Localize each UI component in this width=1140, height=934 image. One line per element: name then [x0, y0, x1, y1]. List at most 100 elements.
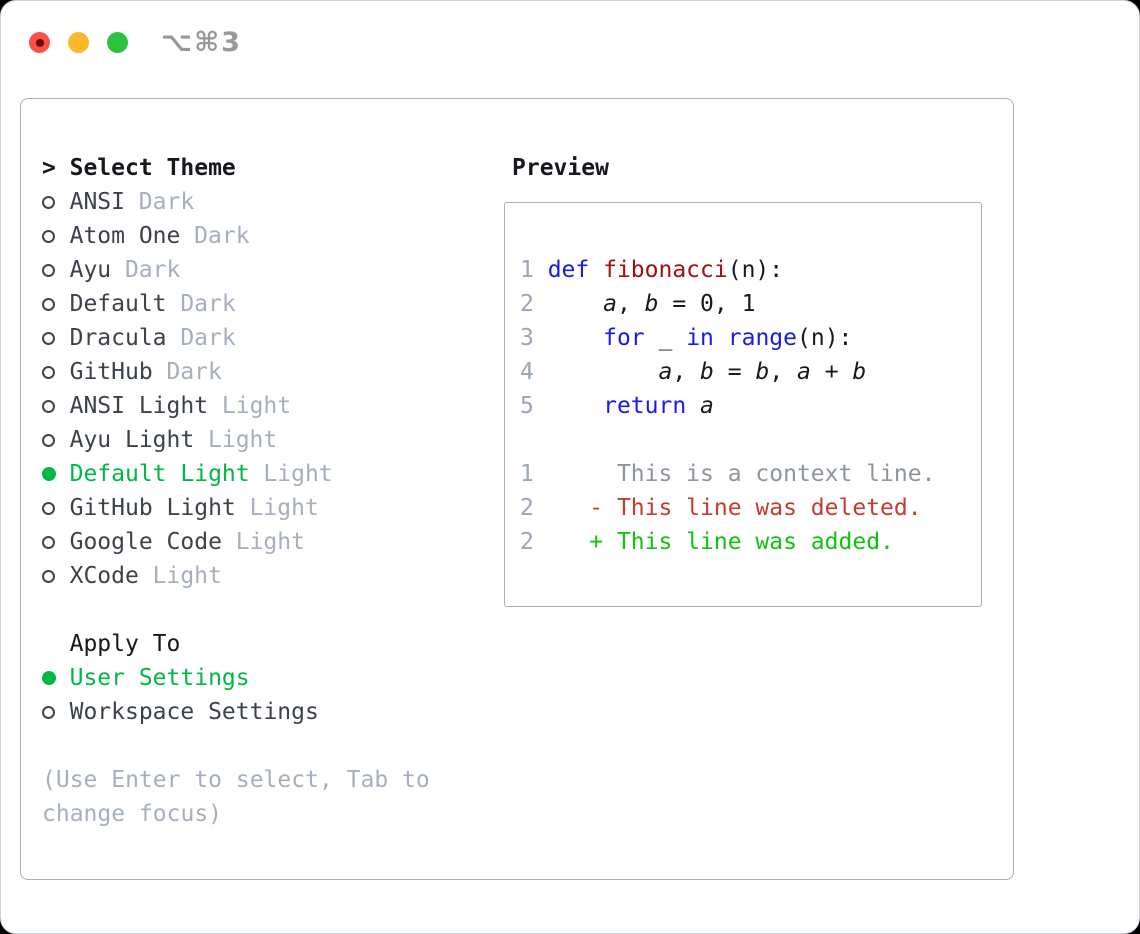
close-button[interactable]: [29, 32, 50, 53]
code-segment-var: b: [700, 359, 714, 385]
code-segment-ln: 4: [520, 359, 548, 385]
code-segment-pl: [686, 393, 700, 419]
radio-unselected-icon: [42, 229, 55, 243]
code-segment-kw: return: [603, 393, 687, 419]
theme-variant-tag: Dark: [138, 189, 195, 215]
apply-option-user-settings[interactable]: User Settings: [42, 661, 492, 695]
radio-unselected-icon: [42, 365, 55, 379]
code-segment-var: b: [852, 359, 867, 385]
apply-to-label: Apply To: [69, 631, 181, 657]
theme-option-default-light-light[interactable]: Default Light Light: [42, 457, 492, 491]
theme-option-google-code-light[interactable]: Google Code Light: [42, 525, 492, 559]
code-segment-pl: [548, 291, 603, 317]
theme-name: Default Light: [69, 461, 250, 487]
code-line: 3 for _ in range(n):: [520, 321, 973, 355]
radio-icon: [42, 671, 70, 685]
theme-variant-tag: Light: [235, 529, 305, 555]
radio-unselected-icon: [42, 297, 55, 311]
code-segment-ln: 2: [520, 291, 548, 317]
apply-option-workspace-settings[interactable]: Workspace Settings: [42, 695, 492, 729]
theme-variant-tag: Dark: [166, 359, 222, 385]
radio-icon: [42, 433, 70, 447]
radio-unselected-icon: [42, 195, 55, 209]
code-segment-ln: 2: [520, 495, 534, 521]
radio-icon: [42, 399, 70, 413]
radio-icon: [42, 297, 70, 311]
preview-label: Preview: [512, 155, 609, 181]
theme-name: Atom One: [69, 223, 181, 249]
code-line: 2 + This line was added.: [520, 525, 973, 559]
radio-icon: [42, 331, 70, 345]
code-line: 4 a, b = b, a + b: [520, 355, 973, 389]
traffic-lights: [29, 32, 128, 53]
radio-icon: [42, 535, 70, 549]
spacer: [42, 729, 492, 763]
theme-variant-tag: Light: [263, 461, 333, 487]
code-segment-del: - This line was deleted.: [533, 495, 922, 521]
code-segment-ln: 2: [520, 529, 534, 555]
code-segment-ln: 1: [520, 461, 534, 487]
code-segment-pl: _: [644, 325, 687, 351]
theme-name: ANSI: [69, 189, 125, 215]
code-segment-pl: (n):: [727, 257, 784, 283]
theme-name: XCode: [69, 563, 139, 589]
theme-variant-tag: Light: [208, 427, 278, 453]
theme-option-ansi-dark[interactable]: ANSI Dark: [42, 185, 492, 219]
radio-icon: [42, 195, 70, 209]
radio-icon: [42, 365, 70, 379]
radio-unselected-icon: [42, 263, 55, 277]
preview-column: Preview 1 def fibonacci(n):2 a, b = 0, 1…: [504, 151, 994, 607]
radio-unselected-icon: [42, 501, 55, 515]
unsaved-dot-icon: [35, 38, 44, 47]
theme-variant-tag: Dark: [124, 257, 181, 283]
code-segment-ctx: This is a context line.: [533, 461, 936, 487]
code-line: 2 - This line was deleted.: [520, 491, 973, 525]
code-line: 5 return a: [520, 389, 973, 423]
code-segment-ln: 1: [520, 257, 548, 283]
radio-icon: [42, 501, 70, 515]
apply-option-label: Workspace Settings: [69, 699, 319, 725]
radio-unselected-icon: [42, 569, 55, 583]
preview-heading: Preview: [512, 151, 994, 185]
radio-icon: [42, 467, 70, 481]
code-segment-pl: [548, 325, 603, 351]
cursor-marker-icon: >: [42, 155, 56, 181]
theme-name: Ayu Light: [69, 427, 195, 453]
theme-name: GitHub Light: [69, 495, 236, 521]
code-segment-var: a: [797, 359, 811, 385]
theme-name: Google Code: [69, 529, 222, 555]
code-segment-pl: [714, 325, 728, 351]
code-segment-pl: =: [713, 359, 756, 385]
zoom-button[interactable]: [107, 32, 128, 53]
code-segment-var: a: [700, 393, 714, 419]
code-segment-pl: ,: [769, 359, 798, 385]
help-line-1: (Use Enter to select, Tab to: [42, 767, 430, 793]
window-title: ⌥⌘3: [161, 27, 242, 58]
theme-option-xcode-light[interactable]: XCode Light: [42, 559, 492, 593]
radio-unselected-icon: [42, 331, 55, 345]
code-segment-pl: ,: [672, 359, 701, 385]
radio-unselected-icon: [42, 433, 55, 447]
code-line: 1 This is a context line.: [520, 457, 973, 491]
radio-unselected-icon: [42, 535, 55, 549]
theme-variant-tag: Dark: [180, 325, 236, 351]
theme-option-ayu-light-light[interactable]: Ayu Light Light: [42, 423, 492, 457]
theme-variant-tag: Dark: [194, 223, 250, 249]
radio-icon: [42, 263, 70, 277]
theme-option-atom-one-dark[interactable]: Atom One Dark: [42, 219, 492, 253]
code-segment-kw: range: [727, 325, 797, 351]
theme-variant-tag: Light: [152, 563, 222, 589]
theme-variant-tag: Light: [221, 393, 292, 419]
minimize-button[interactable]: [68, 32, 89, 53]
